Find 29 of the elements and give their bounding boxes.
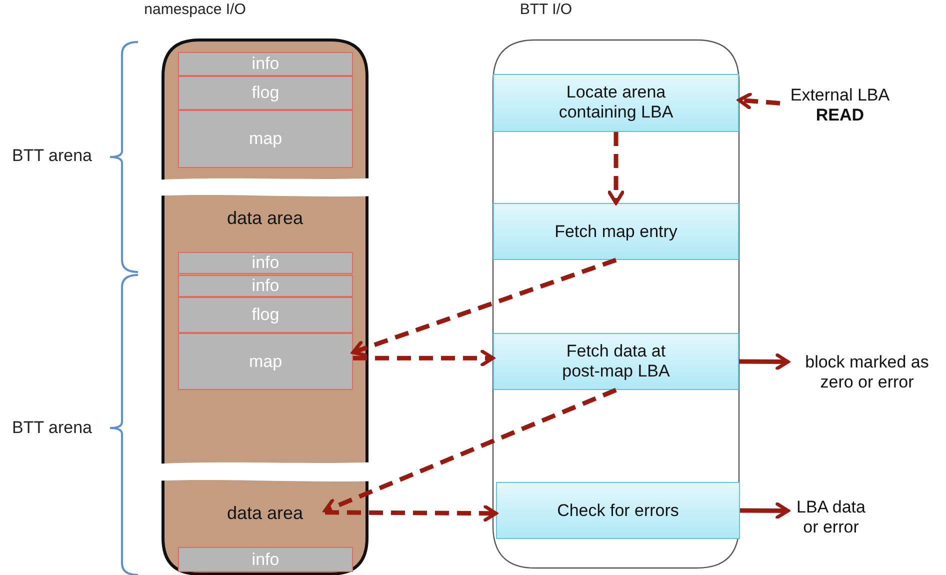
io-note: block marked as zero or error xyxy=(804,352,930,394)
region-label: data area xyxy=(226,208,304,230)
region-block: info xyxy=(178,547,353,572)
arrow xyxy=(323,388,617,515)
region-block: info xyxy=(178,252,353,274)
region-label: data area xyxy=(226,503,304,525)
process-box: Locate arena containing LBA xyxy=(493,74,739,132)
region-block: info xyxy=(178,52,353,76)
arrow xyxy=(351,258,617,357)
arrow xyxy=(608,132,624,205)
arrow xyxy=(738,353,790,370)
column-heading: namespace I/O xyxy=(143,1,247,20)
region-block: info xyxy=(178,275,353,297)
arrow xyxy=(353,350,495,366)
arrow xyxy=(740,502,790,520)
region-label: BTT arena xyxy=(12,146,92,166)
region-block: map xyxy=(178,333,353,390)
region-block: flog xyxy=(178,297,353,333)
arrow xyxy=(737,92,780,110)
process-box: Fetch data at post-map LBA xyxy=(493,333,739,390)
arrow xyxy=(324,504,498,522)
region-block: map xyxy=(178,110,353,168)
io-note: External LBA READ xyxy=(789,86,891,126)
io-note: LBA data or error xyxy=(795,498,866,538)
region-label: BTT arena xyxy=(12,418,92,438)
process-box: Fetch map entry xyxy=(493,203,739,260)
process-box: Check for errors xyxy=(496,482,740,539)
region-block: flog xyxy=(178,76,353,110)
column-heading: BTT I/O xyxy=(518,1,574,20)
